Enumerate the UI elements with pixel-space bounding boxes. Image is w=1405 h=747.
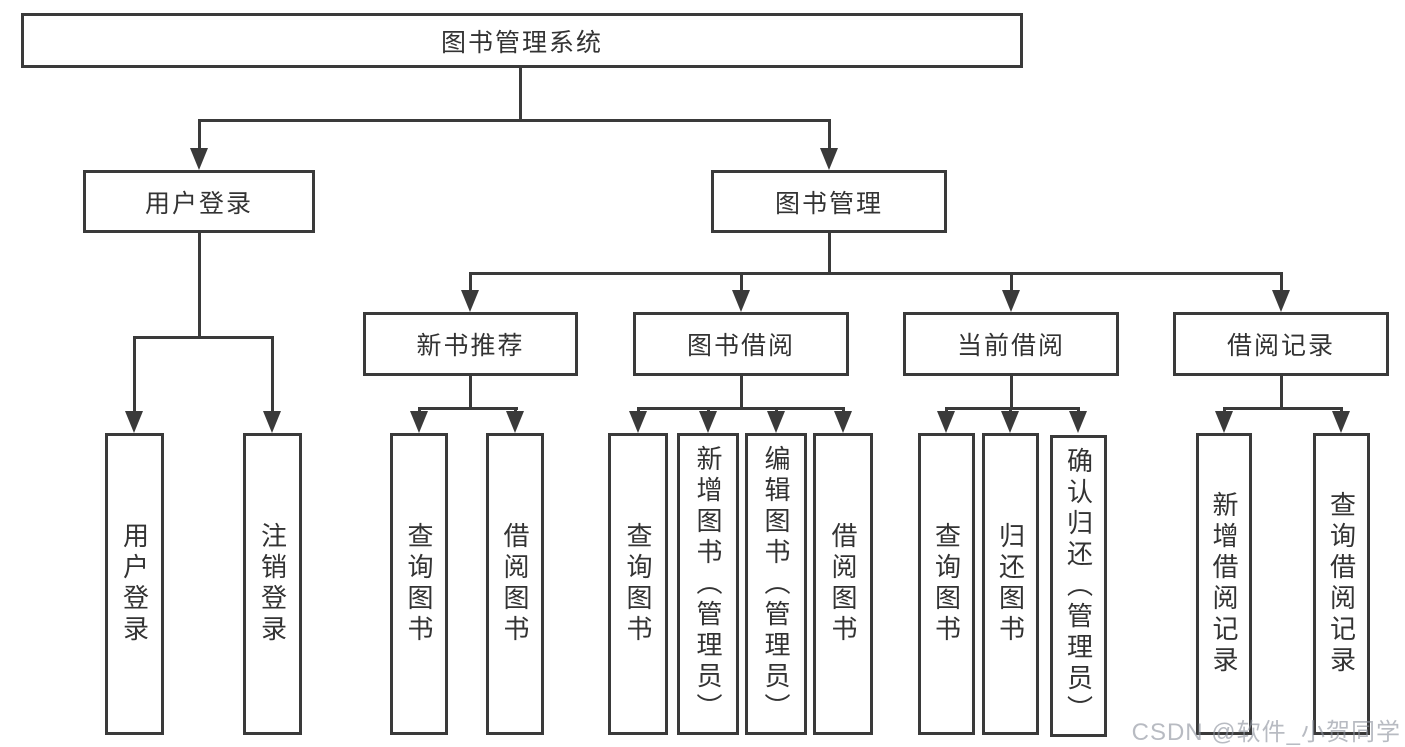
arrow-down-icon (506, 411, 524, 433)
leaf-logout-label: 注销登录 (257, 522, 288, 646)
connector-bookmgmt-drop-3 (1010, 272, 1013, 292)
leaf-cb-confirm-return-admin: 确认归还（管理员） (1050, 435, 1107, 737)
node-root: 图书管理系统 (21, 13, 1023, 68)
connector-br-stem (1280, 375, 1283, 409)
connector-root-drop-left (198, 119, 201, 152)
leaf-bb-edit-books-admin-label: 编辑图书（管理员） (761, 444, 791, 724)
node-root-label: 图书管理系统 (440, 28, 603, 57)
node-new-book-rec: 新书推荐 (363, 312, 578, 376)
connector-cb-bar (945, 407, 1080, 410)
node-borrow-records-label: 借阅记录 (1226, 332, 1335, 360)
connector-userlogin-drop-1 (133, 336, 136, 414)
connector-bookmgmt-drop-4 (1280, 272, 1283, 292)
leaf-nbr-borrow-books-label: 借阅图书 (500, 522, 530, 646)
node-book-mgmt: 图书管理 (711, 170, 947, 233)
leaf-nbr-query-books: 查询图书 (390, 433, 448, 735)
connector-bb-bar (637, 407, 845, 410)
leaf-logout: 注销登录 (243, 433, 302, 735)
arrow-down-icon (1272, 290, 1290, 312)
connector-nbr-bar (418, 407, 518, 410)
node-new-book-rec-label: 新书推荐 (416, 332, 525, 360)
leaf-bb-edit-books-admin: 编辑图书（管理员） (745, 433, 807, 735)
node-book-borrow-label: 图书借阅 (686, 332, 795, 360)
node-current-borrow: 当前借阅 (903, 312, 1119, 376)
connector-br-bar (1223, 407, 1343, 410)
csdn-watermark: CSDN @软件_小贺同学 (1131, 719, 1401, 746)
leaf-bb-query-books: 查询图书 (608, 433, 668, 735)
connector-root-bar (198, 119, 831, 122)
arrow-down-icon (125, 411, 143, 433)
leaf-user-login-label: 用户登录 (119, 522, 150, 646)
arrow-down-icon (629, 411, 647, 433)
arrow-down-icon (1332, 411, 1350, 433)
arrow-down-icon (699, 411, 717, 433)
leaf-bb-query-books-label: 查询图书 (623, 522, 653, 646)
arrow-down-icon (1001, 411, 1019, 433)
leaf-cb-confirm-return-admin-label: 确认归还（管理员） (1063, 446, 1094, 726)
connector-userlogin-drop-2 (271, 336, 274, 414)
connector-userlogin-bar (133, 336, 274, 339)
leaf-cb-return-books: 归还图书 (982, 433, 1039, 735)
connector-bookmgmt-stem (828, 232, 831, 274)
node-user-login: 用户登录 (83, 170, 315, 233)
arrow-down-icon (263, 411, 281, 433)
connector-nbr-stem (469, 375, 472, 409)
leaf-br-query-record-label: 查询借阅记录 (1326, 491, 1357, 677)
arrow-down-icon (820, 148, 838, 170)
arrow-down-icon (834, 411, 852, 433)
arrow-down-icon (190, 148, 208, 170)
leaf-nbr-borrow-books: 借阅图书 (486, 433, 544, 735)
arrow-down-icon (461, 290, 479, 312)
arrow-down-icon (410, 411, 428, 433)
arrow-down-icon (767, 411, 785, 433)
node-current-borrow-label: 当前借阅 (956, 332, 1065, 360)
leaf-cb-query-books-label: 查询图书 (931, 522, 962, 646)
leaf-cb-return-books-label: 归还图书 (995, 522, 1026, 646)
arrow-down-icon (732, 290, 750, 312)
node-book-borrow: 图书借阅 (633, 312, 849, 376)
connector-bookmgmt-bar (469, 272, 1283, 275)
connector-bb-stem (740, 375, 743, 409)
arrow-down-icon (1215, 411, 1233, 433)
leaf-br-query-record: 查询借阅记录 (1313, 433, 1370, 735)
leaf-br-add-record-label: 新增借阅记录 (1209, 491, 1239, 677)
leaf-user-login: 用户登录 (105, 433, 164, 735)
leaf-bb-borrow-books-label: 借阅图书 (828, 522, 858, 646)
leaf-nbr-query-books-label: 查询图书 (404, 522, 434, 646)
leaf-bb-add-books-admin: 新增图书（管理员） (677, 433, 739, 735)
connector-root-drop-right (828, 119, 831, 152)
leaf-bb-borrow-books: 借阅图书 (813, 433, 873, 735)
connector-bookmgmt-drop-1 (469, 272, 472, 292)
arrow-down-icon (1002, 290, 1020, 312)
leaf-br-add-record: 新增借阅记录 (1196, 433, 1252, 735)
leaf-bb-add-books-admin-label: 新增图书（管理员） (693, 444, 723, 724)
node-user-login-label: 用户登录 (144, 189, 253, 218)
connector-root-stem (519, 67, 522, 122)
connector-userlogin-stem (198, 232, 201, 339)
leaf-cb-query-books: 查询图书 (918, 433, 975, 735)
node-book-mgmt-label: 图书管理 (774, 189, 883, 218)
node-borrow-records: 借阅记录 (1173, 312, 1389, 376)
connector-cb-stem (1010, 375, 1013, 409)
arrow-down-icon (937, 411, 955, 433)
connector-bookmgmt-drop-2 (740, 272, 743, 292)
arrow-down-icon (1069, 411, 1087, 433)
